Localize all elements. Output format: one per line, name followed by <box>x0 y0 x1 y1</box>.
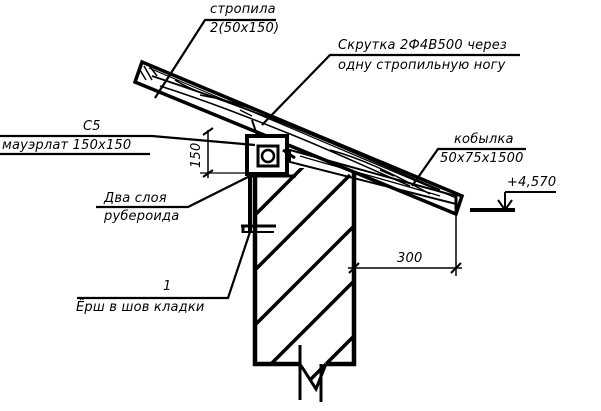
ruff-number-label: 1 <box>163 279 172 294</box>
dimension-300-label: 300 <box>397 251 423 266</box>
leader-lines <box>0 18 526 300</box>
brick-wall <box>252 168 357 402</box>
twist-note-line1: Скрутка 2Ф4В500 через <box>338 38 508 53</box>
roofing-felt-label-line1: Два слоя <box>104 191 167 206</box>
ruff-name-label: Ёрш в шов кладки <box>76 300 205 315</box>
kobylka-section-label: 50x75x1500 <box>440 151 524 166</box>
roofing-felt-label-line2: рубероида <box>104 209 180 224</box>
dimension-300 <box>348 214 462 276</box>
twist-note-line2: одну стропильную ногу <box>338 58 506 73</box>
rafter-section-label: 2(50x150) <box>210 21 280 36</box>
mauerlat-name-label: мауэрлат 150x150 <box>2 138 132 153</box>
elevation-label: +4,570 <box>507 175 557 190</box>
mauerlat <box>245 119 296 176</box>
ruff-fastener <box>241 172 276 233</box>
mauerlat-code-label: С5 <box>83 119 101 134</box>
elevation-mark <box>470 191 556 212</box>
kobylka-board <box>289 148 457 206</box>
kobylka-name-label: кобылка <box>454 132 514 147</box>
rafter-name-label: стропила <box>210 2 276 17</box>
dimension-150-label: 150 <box>189 142 204 168</box>
dimension-150 <box>200 127 250 178</box>
